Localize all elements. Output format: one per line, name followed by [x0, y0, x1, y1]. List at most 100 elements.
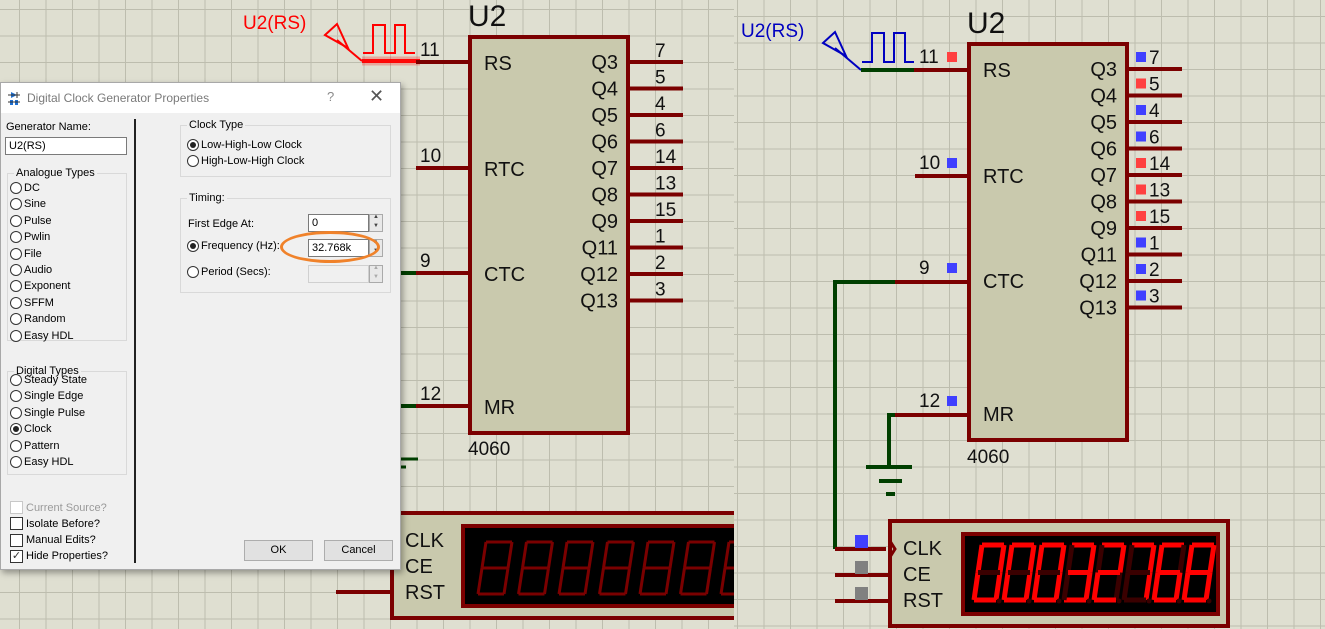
analogue-option-file[interactable]: File [10, 247, 42, 260]
pin-q5[interactable]: Q54 [591, 94, 683, 127]
checkbox-box[interactable] [10, 517, 23, 531]
pin-name: Q8 [591, 185, 618, 207]
first-edge-input[interactable]: 0 [308, 214, 369, 232]
pin-name: Q9 [1090, 218, 1117, 240]
help-button[interactable]: ? [327, 89, 335, 104]
radio-indicator[interactable] [187, 155, 199, 167]
frequency-radio[interactable]: Frequency (Hz): [187, 240, 280, 252]
radio-indicator[interactable] [10, 439, 22, 452]
radio-indicator[interactable] [10, 231, 22, 244]
radio-indicator[interactable] [10, 264, 22, 276]
digital-option-single-edge[interactable]: Single Edge [10, 390, 83, 403]
period-radio[interactable]: Period (Secs): [187, 266, 271, 278]
checkbox-hide-properties[interactable]: ✓Hide Properties? [10, 549, 108, 563]
frequency-input[interactable]: 32.768k [308, 239, 369, 257]
analogue-option-random[interactable]: Random [10, 313, 66, 326]
frequency-spinner[interactable] [369, 239, 383, 257]
radio-indicator[interactable] [10, 182, 22, 194]
chip-4060-body[interactable] [468, 35, 630, 435]
generator-name-input[interactable]: U2(RS) [5, 137, 127, 155]
radio-indicator[interactable] [10, 456, 22, 468]
pin-q3[interactable]: Q37 [591, 41, 683, 74]
segment-c [1113, 572, 1123, 601]
digital-option-pattern[interactable]: Pattern [10, 439, 59, 452]
radio-indicator[interactable] [10, 280, 22, 293]
radio-indicator[interactable] [187, 240, 199, 252]
checkbox-manual-edits[interactable]: Manual Edits? [10, 533, 96, 547]
radio-indicator[interactable] [10, 198, 22, 211]
pin-q4[interactable]: Q45 [591, 68, 683, 101]
analogue-option-sffm[interactable]: SFFM [10, 296, 54, 309]
clock-type-option-low-high-low-clock[interactable]: Low-High-Low Clock [187, 139, 302, 151]
digital-option-clock[interactable]: Clock [10, 423, 52, 436]
clock-generator-symbol[interactable] [821, 30, 914, 71]
generator-label[interactable]: U2(RS) [243, 13, 306, 34]
digital-option-single-pulse[interactable]: Single Pulse [10, 406, 85, 419]
digital-option-easy-hdl[interactable]: Easy HDL [10, 456, 74, 468]
checkmark-icon[interactable]: ✓ [10, 549, 23, 563]
digital-option-steady-state[interactable]: Steady State [10, 374, 87, 386]
analogue-option-audio[interactable]: Audio [10, 264, 52, 276]
dialog-titlebar[interactable]: Digital Clock Generator Properties ? ✕ [1, 83, 400, 113]
radio-indicator[interactable] [10, 329, 22, 342]
radio-indicator[interactable] [10, 214, 22, 227]
analogue-option-sine[interactable]: Sine [10, 198, 46, 211]
clock-type-option-high-low-high-clock[interactable]: High-Low-High Clock [187, 155, 304, 167]
pin-q5[interactable]: Q54 [1090, 101, 1182, 134]
segment-c [502, 567, 510, 595]
chip-4060-body[interactable] [967, 42, 1129, 442]
radio-indicator[interactable] [10, 296, 22, 309]
period-input[interactable] [308, 265, 369, 283]
pin-q6[interactable]: Q66 [591, 121, 683, 154]
period-spinner[interactable] [369, 265, 383, 283]
analogue-option-exponent[interactable]: Exponent [10, 280, 70, 293]
segment-c [1023, 572, 1033, 601]
checkbox-box[interactable] [10, 533, 23, 547]
clock-generator-symbol[interactable] [323, 22, 420, 66]
analogue-option-pwlin[interactable]: Pwlin [10, 231, 50, 244]
pin-q4[interactable]: Q45 [1090, 75, 1182, 108]
radio-indicator[interactable] [10, 374, 22, 386]
cancel-button[interactable]: Cancel [324, 540, 393, 561]
radio-indicator[interactable] [187, 266, 199, 278]
first-edge-spinner[interactable] [369, 214, 383, 232]
radio-indicator[interactable] [187, 139, 199, 151]
ok-button[interactable]: OK [244, 540, 313, 561]
radio-indicator[interactable] [10, 247, 22, 260]
radio-indicator[interactable] [10, 406, 22, 419]
radio-indicator[interactable] [10, 313, 22, 326]
option-label: DC [24, 182, 40, 194]
radio-indicator[interactable] [10, 423, 22, 436]
analogue-option-dc[interactable]: DC [10, 182, 40, 194]
radio-indicator[interactable] [10, 390, 22, 403]
analogue-option-easy-hdl[interactable]: Easy HDL [10, 329, 74, 342]
checkbox-isolate-before[interactable]: Isolate Before? [10, 517, 100, 531]
pin-q3[interactable]: Q37 [1090, 48, 1182, 81]
close-button[interactable]: ✕ [369, 86, 385, 106]
analogue-option-pulse[interactable]: Pulse [10, 214, 52, 227]
pin-q6[interactable]: Q66 [1090, 128, 1182, 161]
generator-label[interactable]: U2(RS) [741, 21, 804, 42]
